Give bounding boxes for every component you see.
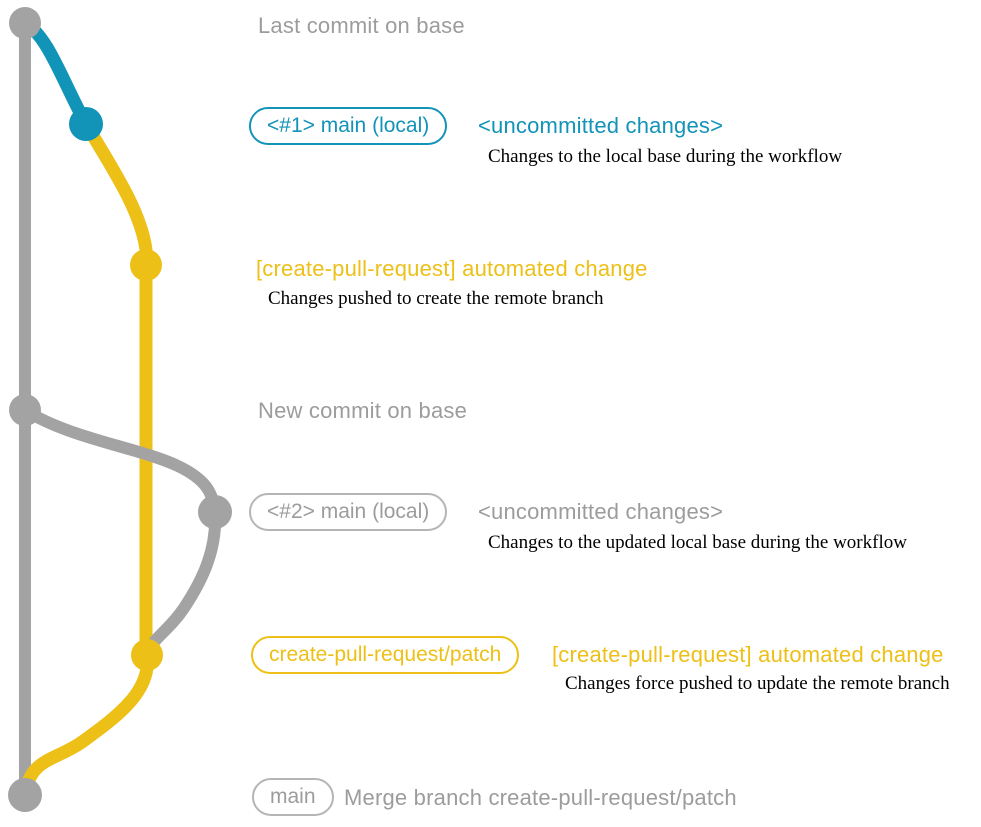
patch-branch-line bbox=[79, 117, 153, 662]
updated-local-main-curve bbox=[19, 404, 221, 518]
commit-node-automated-change-1 bbox=[130, 249, 162, 281]
commit-graph bbox=[8, 7, 232, 812]
local-main-branch-curve bbox=[18, 16, 93, 131]
patch-branch-merge-curve bbox=[18, 648, 154, 802]
heading-automated-change-2: [create-pull-request] automated change bbox=[552, 642, 944, 667]
description-changes-pushed: Changes pushed to create the remote bran… bbox=[268, 288, 604, 309]
annotation-merge-branch: Merge branch create-pull-request/patch bbox=[344, 785, 737, 810]
heading-uncommitted-changes-1: <uncommitted changes> bbox=[478, 113, 724, 138]
updated-local-main-to-patch-curve bbox=[141, 506, 222, 661]
commit-node-merge bbox=[8, 778, 42, 812]
heading-uncommitted-changes-2: <uncommitted changes> bbox=[478, 499, 724, 524]
commit-node-automated-change-2 bbox=[131, 639, 163, 671]
badge-create-pull-request-patch: create-pull-request/patch bbox=[251, 636, 520, 675]
badge-main-local-1: <#1> main (local) bbox=[249, 107, 448, 146]
description-changes-force-pushed: Changes force pushed to update the remot… bbox=[565, 673, 950, 694]
annotation-new-commit-on-base: New commit on base bbox=[258, 398, 468, 423]
commit-node-last-base bbox=[9, 7, 41, 39]
commit-node-main-local-2 bbox=[198, 495, 232, 529]
commit-node-main-local-1 bbox=[69, 107, 103, 141]
commit-node-new-base bbox=[9, 394, 41, 426]
badge-main: main bbox=[252, 778, 334, 817]
badge-main-local-2: <#2> main (local) bbox=[249, 493, 448, 532]
description-local-base-changes: Changes to the local base during the wor… bbox=[488, 146, 843, 167]
annotation-last-commit-on-base: Last commit on base bbox=[258, 13, 465, 38]
description-updated-local-base-changes: Changes to the updated local base during… bbox=[488, 532, 907, 553]
heading-automated-change-1: [create-pull-request] automated change bbox=[256, 256, 648, 281]
